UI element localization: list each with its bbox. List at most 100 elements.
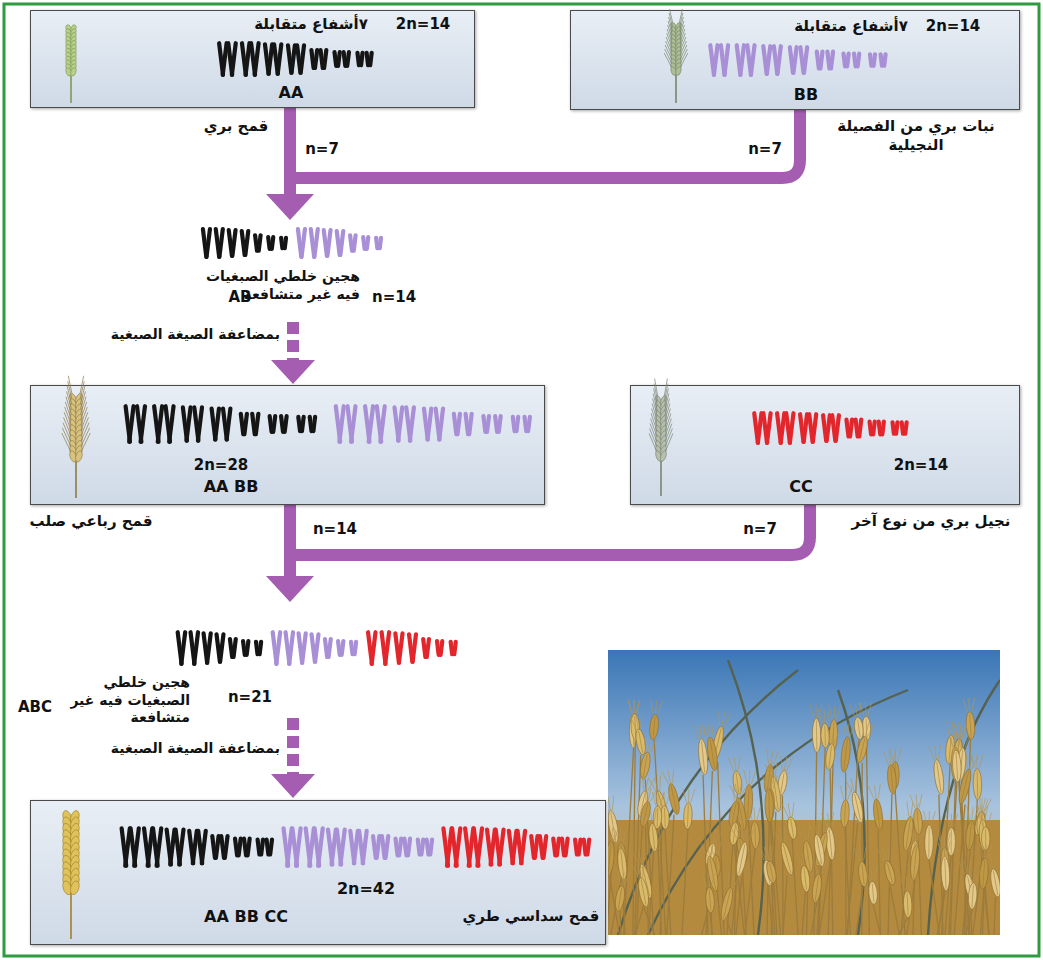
wheat-awn [638,850,641,864]
wheat-ear-groove [817,836,822,864]
chromosome-count: 2n=14 [396,15,451,34]
wheat-ear [901,877,915,918]
wheat-awn [657,776,664,791]
chromatid [848,417,855,438]
chromatid [829,49,836,70]
wheat-awn [707,842,710,856]
chromatid [855,51,861,68]
wheat-ear-groove [983,860,985,887]
arrow-head [271,774,315,798]
wheat-ear-body [813,832,830,867]
chromatid [765,44,773,76]
karyotype [217,41,374,77]
chromatid [425,406,433,441]
wheat-awn [883,751,888,765]
wheat-ear-groove [906,818,911,848]
chromatid [519,828,528,865]
wheat-grain [69,880,81,896]
wheat-awn [824,710,825,724]
wheat-ear [651,792,664,829]
wheat-awn [929,811,930,825]
wheat-awn [650,739,656,753]
outer-frame [4,4,1039,956]
chromatid [177,827,186,867]
chromatid [132,826,141,868]
wheat-awn [724,713,731,728]
wheat-awn [730,808,736,822]
wheat-awn [945,814,949,828]
wheat-awn [906,877,908,891]
wheat-awn [910,794,915,808]
wheat-ear-body [840,800,850,828]
wheat-awn [984,798,991,813]
wheat-grain [70,67,77,77]
wheat-awn [993,854,999,868]
chromatid [788,411,796,445]
wheat-ear-groove [723,890,730,919]
wheat-ear-body [940,856,950,891]
wheat-awn [621,834,627,848]
wheat-stalk [938,882,945,935]
wheat-ear-groove [824,726,826,746]
chromatid [294,826,303,868]
chromosome-count: 2n=28 [194,456,249,475]
wheat-awn [919,831,924,845]
karyotype [296,227,384,259]
wheat-ear-body [932,759,945,795]
wheat-awn [860,848,862,862]
wheat-awn [636,715,638,729]
chromatid [749,43,757,77]
chromatid [368,51,374,68]
wheat-awn [668,770,671,784]
wheat-ear [979,813,991,850]
karyotype [333,404,532,444]
wheat-ear-groove [859,738,864,760]
wheat-awn [845,786,847,800]
wheat-awn [731,874,734,888]
wheat-awn [804,851,810,865]
chromatid [271,414,278,434]
wheat-ear [728,756,744,794]
wheat-ear-groove [643,754,647,777]
wheat-awn [963,754,970,769]
wheat-ear [613,834,630,880]
wheat-awn [958,861,965,876]
wheat-ear [823,729,840,770]
wheat-stalk [895,789,905,935]
wheat-awn [782,803,788,817]
chromatid [452,640,458,657]
chromatid [722,43,730,77]
wheat-ear-groove [664,808,666,828]
chromatid [383,630,392,666]
wheat-ear-body [639,751,652,779]
wheat-awn [747,829,754,844]
wheat-icon [62,376,91,498]
wheat-awn [646,777,649,791]
wheat-ear [966,868,981,909]
wheat-ear-body [765,860,778,883]
wheat-ear-body [824,743,836,770]
wheat-awn [966,859,973,874]
wheat-awn [745,828,748,842]
wheat-ear-groove [709,889,710,910]
chromatid [223,834,230,860]
wheat-ear-body [886,764,897,794]
chromatid [243,229,251,257]
wheat-awn [650,810,651,824]
wheat-awn [632,864,639,879]
arrow-line [284,505,296,578]
wheat-awn [857,703,863,717]
wheat-awn [979,813,983,827]
wheat-awn [642,787,649,802]
chromatid [230,41,239,77]
wheat-awn [957,733,962,747]
chromatid [585,837,592,857]
chromatid [453,826,462,868]
wheat-ear [702,873,717,913]
wheat-ear-groove [876,801,879,828]
chromatid [167,404,176,444]
wheat-ear-groove [907,893,909,916]
wheat-awn [946,833,950,847]
chromosome-illustration [31,386,546,506]
chromatid [833,413,841,443]
